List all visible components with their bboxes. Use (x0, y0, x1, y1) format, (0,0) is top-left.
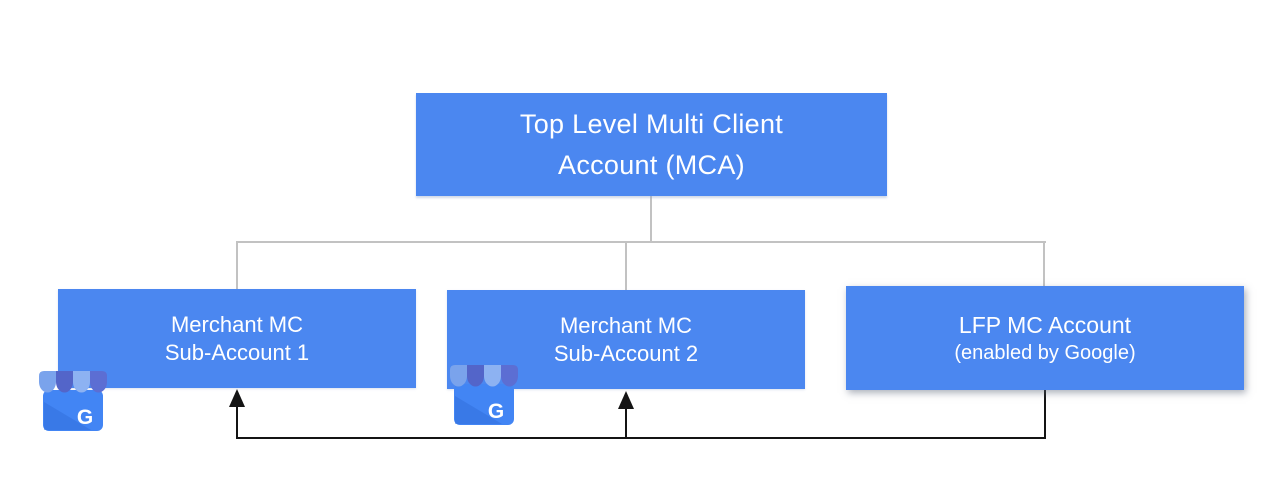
google-business-profile-icon: G (37, 368, 110, 434)
google-g-letter: G (488, 400, 504, 423)
node-top-level-mca: Top Level Multi Client Account (MCA) (416, 93, 887, 196)
google-g-letter: G (77, 406, 93, 429)
node-sub2-label-line1: Merchant MC (559, 312, 693, 338)
node-sub1-label-line1: Merchant MC (170, 311, 304, 337)
node-lfp-label-line1: LFP MC Account (958, 311, 1132, 338)
connector-drop-lfp (1043, 242, 1045, 286)
connector-mca-stem (650, 196, 652, 242)
node-lfp-label-line2: (enabled by Google) (954, 341, 1136, 364)
node-top-level-mca-label-line1: Top Level Multi Client (519, 108, 784, 139)
google-business-profile-icon: G (448, 362, 521, 428)
node-merchant-sub-account-1: Merchant MC Sub-Account 1 (58, 289, 416, 388)
connector-drop-sub1 (236, 242, 238, 289)
node-top-level-mca-label-line2: Account (MCA) (558, 149, 745, 180)
flow-line-horizontal (236, 437, 1046, 439)
node-sub1-label-line2: Sub-Account 1 (164, 339, 310, 365)
node-sub2-label-line2: Sub-Account 2 (553, 340, 699, 366)
connector-horizontal-rail (236, 241, 1046, 243)
flow-line-sub1-up (236, 405, 238, 439)
flow-line-lfp-down (1044, 390, 1046, 439)
connector-drop-sub2 (625, 242, 627, 290)
node-lfp-mc-account: LFP MC Account (enabled by Google) (846, 286, 1244, 390)
flow-line-sub2-up (625, 407, 627, 439)
arrowhead-to-sub2-icon (618, 391, 634, 409)
arrowhead-to-sub1-icon (229, 389, 245, 407)
